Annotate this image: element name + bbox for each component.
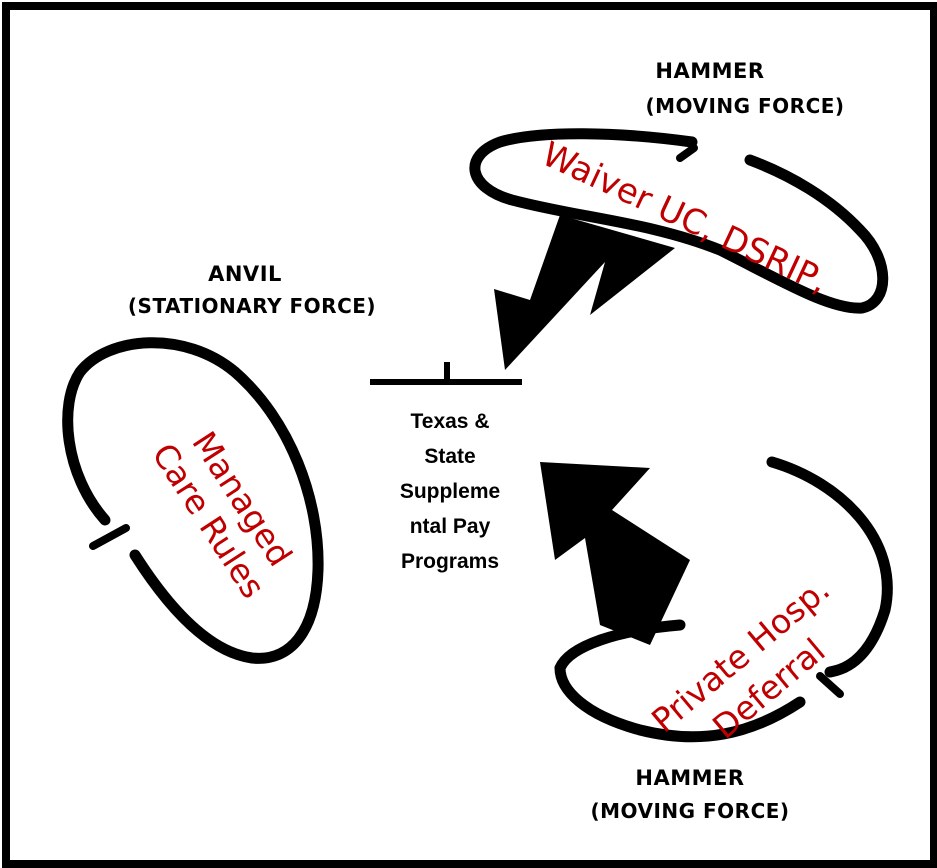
anvil-loop (62, 337, 324, 664)
top-hammer-title: HAMMER (655, 59, 765, 83)
bottom-hammer-subtitle: (MOVING FORCE) (590, 799, 790, 823)
top-hammer-subtitle: (MOVING FORCE) (645, 94, 845, 118)
center-line-3: Suppleme (399, 480, 501, 503)
top-hammer-arrow (494, 215, 675, 370)
bottom-loop-gap-mark (816, 672, 844, 698)
top-loop-gap-mark (676, 144, 698, 162)
center-label: Texas & State Suppleme ntal Pay Programs (350, 404, 550, 579)
center-line-5: Programs (400, 550, 500, 573)
center-line-2: State (424, 445, 476, 468)
top-hammer-loop (469, 128, 889, 314)
anvil-loop-gap-mark (89, 524, 130, 550)
bottom-hammer-loop (554, 456, 893, 743)
anvil-subtitle: (STATIONARY FORCE) (127, 294, 377, 318)
anvil-title: ANVIL (208, 262, 282, 286)
center-line-4: ntal Pay (409, 515, 491, 538)
center-line-1: Texas & (410, 410, 490, 433)
bottom-hammer-title: HAMMER (635, 766, 745, 790)
bottom-hammer-arrow (540, 462, 690, 645)
